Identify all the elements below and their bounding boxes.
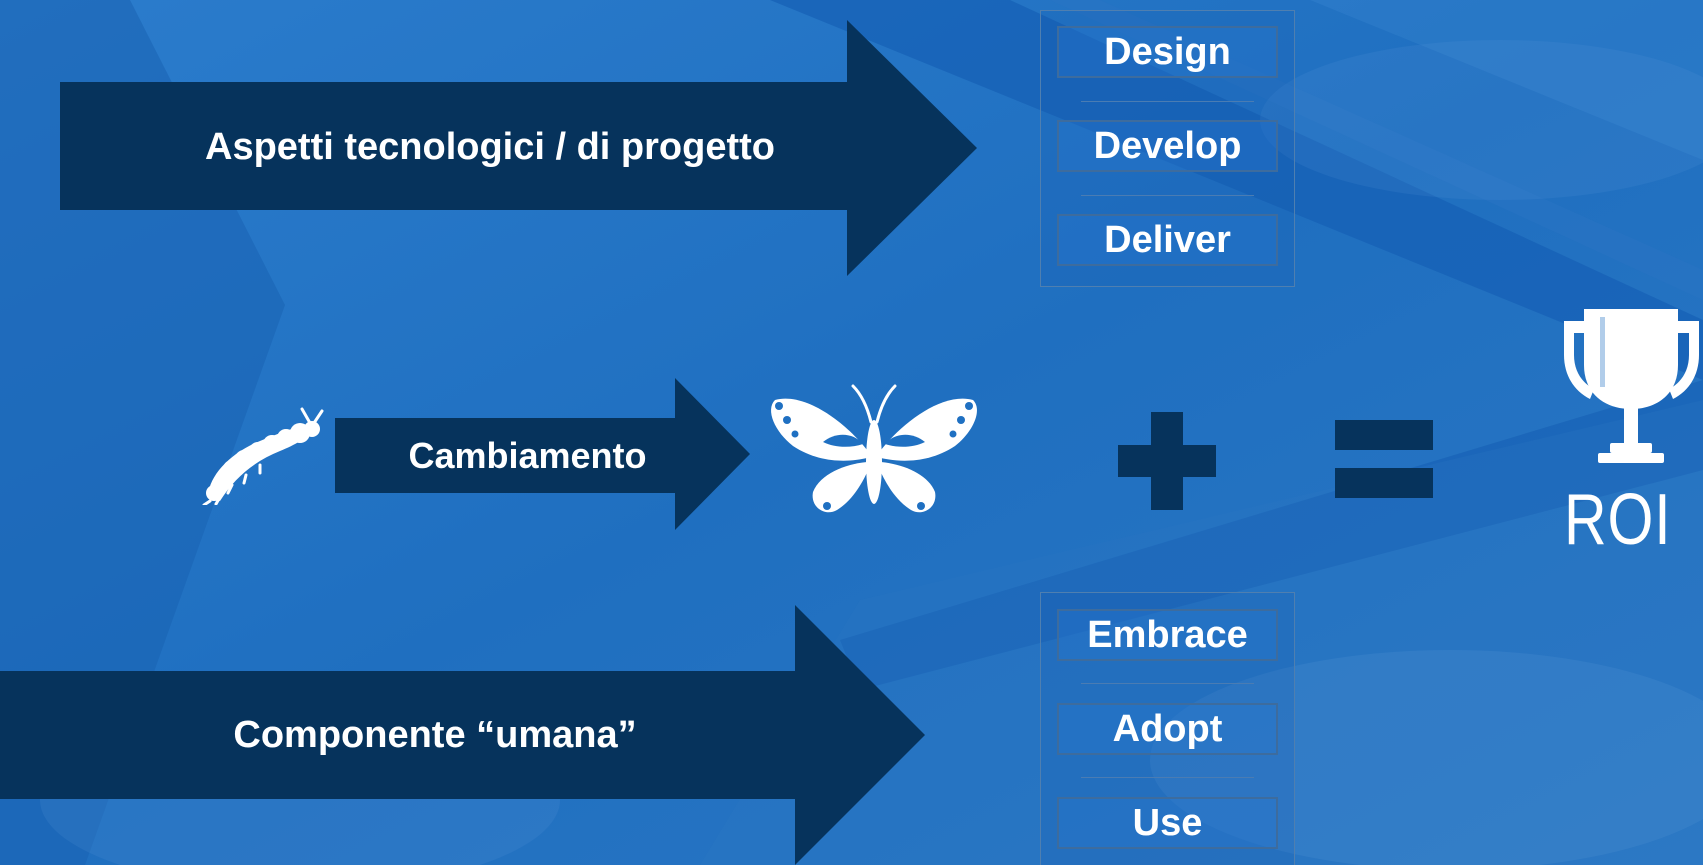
bottom-stages-panel: Embrace Adopt Use [1040, 592, 1295, 865]
stage-design: Design [1057, 26, 1278, 78]
equals-icon [1335, 420, 1433, 498]
caterpillar-icon [202, 407, 324, 505]
middle-flow-arrow [335, 378, 750, 530]
top-stages-panel: Design Develop Deliver [1040, 10, 1295, 287]
bottom-flow-arrow [0, 605, 925, 865]
butterfly-icon [771, 384, 977, 513]
roi-label: ROI [1564, 480, 1672, 560]
bottom-flow-label: Componente “umana” [233, 713, 637, 756]
stage-divider [1081, 195, 1254, 196]
stage-divider [1081, 777, 1254, 778]
stage-develop: Develop [1057, 120, 1278, 172]
middle-flow-label: Cambiamento [408, 435, 647, 476]
top-flow-arrow [60, 20, 977, 276]
stage-divider [1081, 683, 1254, 684]
trophy-icon [1564, 309, 1699, 463]
stage-use: Use [1057, 797, 1278, 849]
stage-deliver: Deliver [1057, 214, 1278, 266]
stage-embrace: Embrace [1057, 609, 1278, 661]
stage-adopt: Adopt [1057, 703, 1278, 755]
top-flow-label: Aspetti tecnologici / di progetto [205, 125, 775, 168]
plus-icon [1118, 412, 1216, 510]
stage-divider [1081, 101, 1254, 102]
